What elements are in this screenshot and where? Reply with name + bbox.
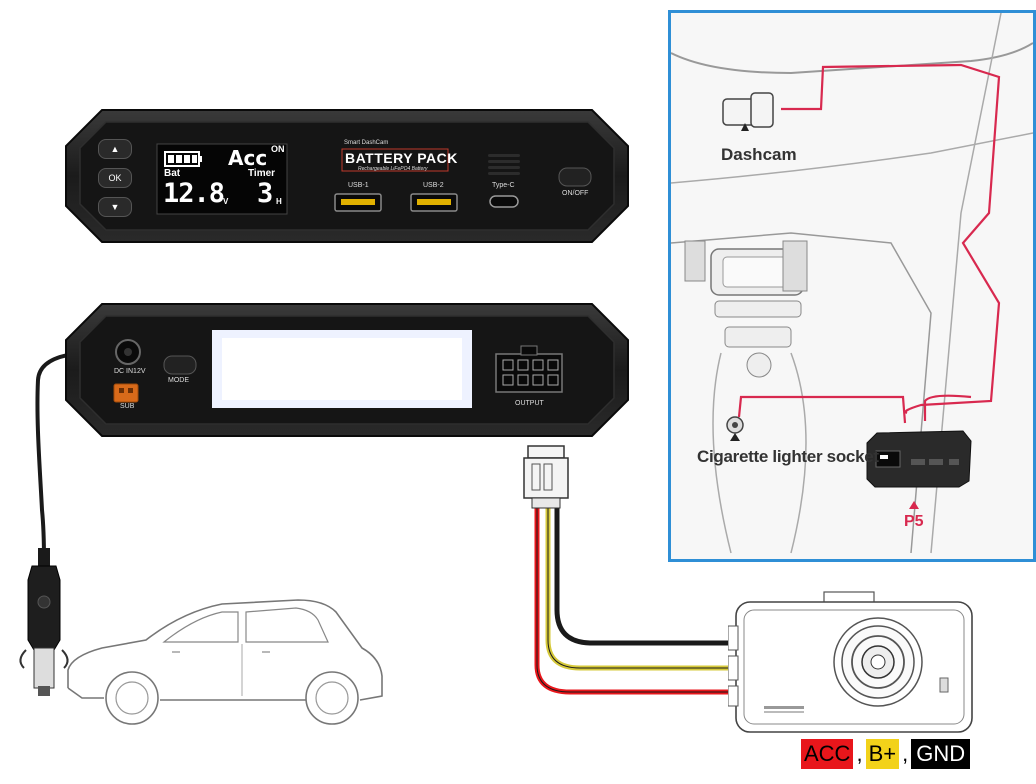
lcd-timer-label: Timer (248, 168, 276, 179)
p5-label: P5 (904, 513, 924, 530)
lighter-socket-label: Cigarette lighter socket (697, 447, 879, 466)
brand-small-text: Smart DashCam (344, 140, 389, 146)
sub-label: SUB (120, 403, 135, 410)
output-port[interactable] (496, 354, 562, 392)
route-wire-top (781, 63, 1001, 415)
typec-label: Type-C (492, 182, 515, 189)
route-wire-bottom (737, 395, 907, 424)
brand-title: BATTERY PACK (345, 150, 458, 166)
car-illustration (67, 599, 383, 725)
lcd-hours-unit: H (276, 197, 282, 206)
dc-in-label: DC IN12V (114, 368, 146, 375)
battery-pack-back: DC IN12V SUB MODE OUTPUT (62, 300, 632, 440)
onoff-label: ON/OFF (562, 190, 589, 197)
wire-color-legend: ACC , B+ , GND (801, 738, 971, 770)
up-button[interactable]: ▲ (98, 139, 132, 159)
onoff-button[interactable] (559, 168, 591, 186)
dc-in-port[interactable] (116, 340, 140, 364)
usb1-label: USB-1 (348, 182, 369, 189)
route-wire-side (923, 394, 972, 421)
gnd-wire (554, 508, 742, 646)
bplus-wire-core (547, 508, 742, 669)
output-plug (523, 445, 569, 509)
lcd-on-label: ON (271, 144, 285, 154)
battery-pack-front: ▲ OK ▼ Acc ON Bat Timer 12.8 V 3 H Smart… (62, 106, 632, 246)
lcd-voltage-unit: V (223, 197, 229, 206)
lcd-hours-value: 3 (257, 178, 274, 209)
legend-separator: , (902, 741, 909, 766)
legend-separator: , (856, 741, 863, 766)
car-interior-drawing (671, 13, 1033, 554)
ok-button[interactable]: OK (98, 168, 132, 188)
mode-label: MODE (168, 377, 189, 384)
down-button[interactable]: ▼ (98, 197, 132, 217)
gnd-legend: GND (911, 739, 971, 769)
lcd-bat-label: Bat (164, 168, 181, 179)
output-label: OUTPUT (515, 400, 544, 407)
usb1-port[interactable] (335, 194, 381, 211)
acc-legend: ACC (801, 739, 854, 769)
brand-subtitle: Rechargeable LiFePO4 Battery (358, 166, 428, 172)
lcd-acc-label: Acc (228, 146, 268, 170)
dashcam-illustration (728, 591, 973, 733)
mode-button[interactable] (164, 356, 196, 374)
cigarette-plug (19, 548, 69, 696)
usb2-label: USB-2 (423, 182, 444, 189)
bplus-legend: B+ (865, 739, 900, 769)
install-diagram-panel: Dashcam Cigarette lighter socket P5 (668, 10, 1036, 562)
lcd-voltage-value: 12.8 (163, 178, 225, 209)
dashcam-label: Dashcam (721, 145, 797, 164)
usb2-port[interactable] (411, 194, 457, 211)
typec-port[interactable] (490, 196, 518, 207)
sub-port[interactable] (114, 384, 138, 402)
acc-wire-core (536, 508, 742, 693)
